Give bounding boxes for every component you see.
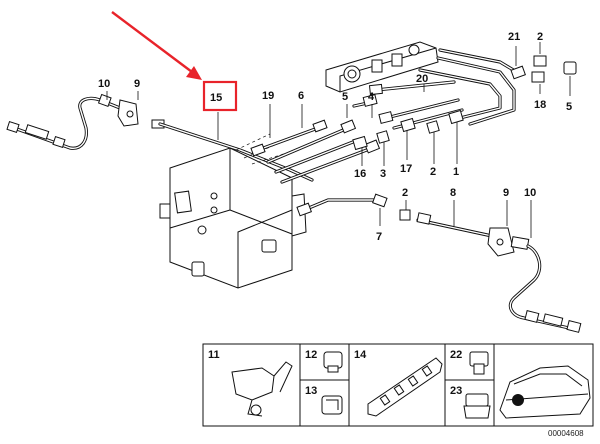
callout-5-mid: 5 bbox=[342, 91, 348, 103]
callout-17: 17 bbox=[400, 163, 412, 175]
callout-5-right: 5 bbox=[566, 101, 572, 113]
abs-hydraulic-unit bbox=[159, 133, 307, 289]
clip-23 bbox=[463, 393, 491, 419]
car-silhouette bbox=[499, 365, 591, 419]
callout-20: 20 bbox=[416, 73, 428, 85]
clip-22 bbox=[469, 351, 489, 375]
callout-3: 3 bbox=[380, 168, 386, 180]
callout-4: 4 bbox=[368, 91, 375, 103]
callout-2-mid: 2 bbox=[430, 166, 436, 178]
callout-9-right: 9 bbox=[503, 187, 509, 199]
brake-pipe-19 bbox=[250, 119, 328, 157]
callout-7: 7 bbox=[376, 231, 382, 243]
panel-label-14: 14 bbox=[354, 349, 367, 361]
callout-15: 15 bbox=[210, 92, 222, 104]
clip-strip-14 bbox=[367, 357, 443, 417]
right-brake-hose bbox=[487, 227, 582, 333]
callout-8: 8 bbox=[450, 187, 456, 199]
callout-10-right: 10 bbox=[524, 187, 536, 199]
panel-label-13: 13 bbox=[305, 385, 317, 397]
red-arrow bbox=[111, 11, 202, 80]
clip-12 bbox=[323, 351, 343, 373]
callout-2-top: 2 bbox=[537, 31, 543, 43]
callout-18: 18 bbox=[534, 99, 546, 111]
callout-1: 1 bbox=[453, 166, 459, 178]
clip-13 bbox=[321, 395, 343, 415]
panel-label-23: 23 bbox=[450, 385, 462, 397]
diagram-code: 00004608 bbox=[548, 429, 584, 438]
callout-16: 16 bbox=[354, 168, 366, 180]
callout-15-highlight-box bbox=[202, 80, 238, 112]
callout-21: 21 bbox=[508, 31, 520, 43]
callout-9-left: 9 bbox=[134, 78, 140, 90]
clip-11 bbox=[231, 361, 293, 417]
callout-6: 6 bbox=[298, 90, 304, 102]
callout-19: 19 bbox=[262, 90, 274, 102]
panel-label-11: 11 bbox=[208, 349, 220, 361]
callout-2-low: 2 bbox=[402, 187, 408, 199]
panel-label-12: 12 bbox=[305, 349, 317, 361]
brake-master-cylinder bbox=[325, 41, 439, 93]
panel-label-22: 22 bbox=[450, 349, 462, 361]
callout-10-left: 10 bbox=[98, 78, 110, 90]
left-brake-hose bbox=[6, 93, 165, 150]
